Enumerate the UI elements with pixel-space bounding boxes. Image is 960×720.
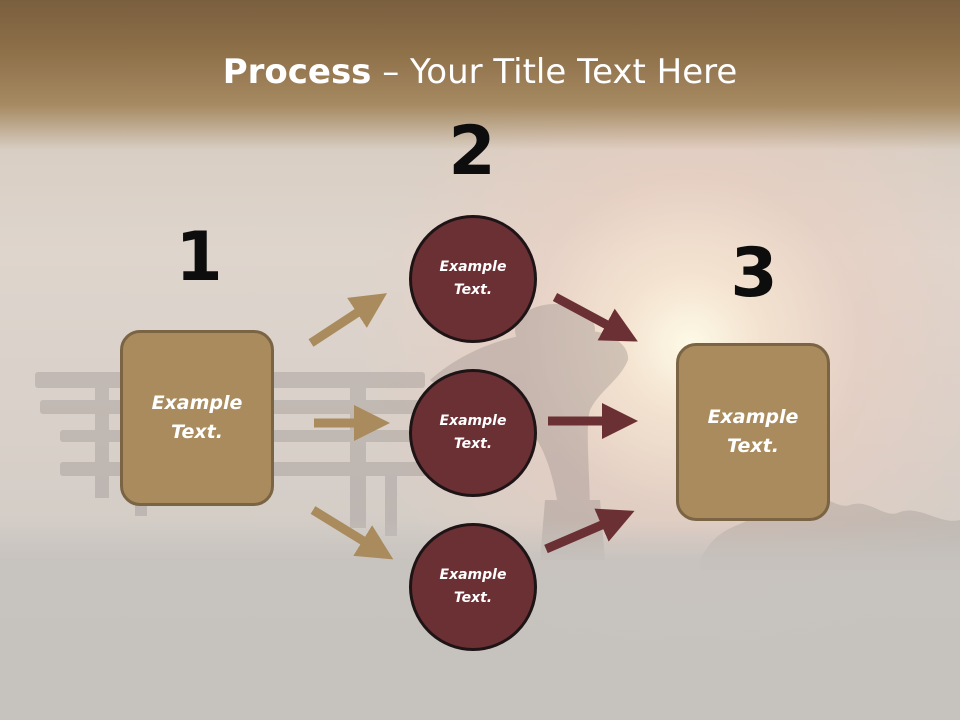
slide-title: Process – Your Title Text Here — [0, 52, 960, 92]
title-bold: Process — [222, 52, 372, 92]
circle-middle-label: Example Text. — [439, 413, 507, 452]
step-number-2: 2 — [448, 112, 496, 191]
step-1-box[interactable]: Example Text. — [120, 330, 274, 506]
circle-top-label: Example Text. — [439, 259, 507, 298]
step-1-label: Example Text. — [151, 392, 243, 443]
circle-bottom-label: Example Text. — [439, 567, 507, 606]
arrow-left-to-bottom — [310, 506, 394, 560]
arrow-top-to-right — [552, 293, 638, 342]
arrow-left-to-top — [308, 293, 388, 347]
step-number-1: 1 — [175, 218, 223, 297]
step-2-circle-bottom[interactable]: Example Text. — [409, 523, 537, 651]
step-2-circle-middle[interactable]: Example Text. — [409, 369, 537, 497]
step-3-box[interactable]: Example Text. — [676, 343, 830, 521]
step-2-circle-top[interactable]: Example Text. — [409, 215, 537, 343]
title-band — [0, 0, 960, 150]
step-number-3: 3 — [730, 234, 778, 313]
title-rest: – Your Title Text Here — [371, 52, 738, 92]
step-3-label: Example Text. — [707, 406, 799, 457]
arrow-bottom-to-right — [544, 508, 635, 554]
